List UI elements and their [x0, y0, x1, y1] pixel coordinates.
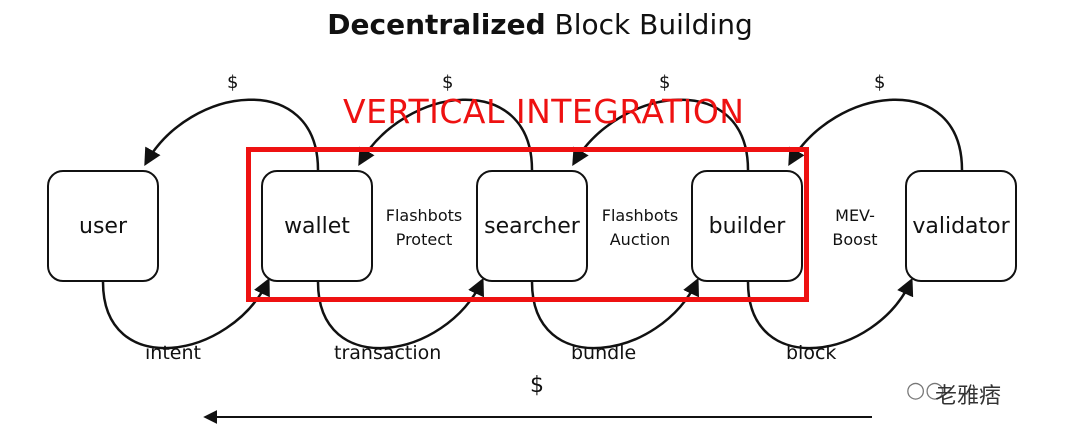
title-bold: Decentralized [327, 8, 546, 41]
diagram-title: Decentralized Block Building [0, 8, 1080, 41]
label-block: block [786, 342, 837, 364]
node-builder: builder [691, 170, 803, 282]
label-transaction: transaction [334, 342, 442, 364]
dollar-builder-to-searcher: $ [659, 72, 671, 93]
label-flashbots-auction-line2: Auction [609, 230, 671, 249]
node-wallet: wallet [261, 170, 373, 282]
arc-searcher-to-builder [530, 277, 699, 350]
arc-user-to-wallet [101, 277, 270, 350]
label-flashbots-auction: Flashbots Auction [585, 204, 695, 252]
dollar-validator-to-builder: $ [874, 72, 886, 93]
dollar-bottom: $ [530, 373, 544, 398]
label-bundle: bundle [571, 342, 637, 364]
vertical-integration-label: VERTICAL INTEGRATION [343, 92, 745, 131]
label-flashbots-protect-line1: Flashbots [385, 206, 463, 225]
chat-bubble-icon: ○○ [906, 378, 945, 403]
label-flashbots-protect-line2: Protect [395, 230, 453, 249]
arc-wallet-to-user [144, 98, 320, 171]
vertical-integration-box [246, 147, 809, 302]
dollar-wallet-to-user: $ [227, 72, 239, 93]
arc-wallet-to-searcher [316, 277, 484, 350]
node-user: user [47, 170, 159, 282]
arc-builder-to-validator [746, 277, 914, 350]
label-mev-boost-line1: MEV- [835, 206, 875, 225]
node-validator: validator [905, 170, 1017, 282]
title-rest: Block Building [554, 8, 753, 41]
arc-validator-to-builder [788, 98, 964, 171]
label-flashbots-auction-line1: Flashbots [601, 206, 679, 225]
label-mev-boost: MEV- Boost [800, 204, 910, 252]
watermark-text: 老雅痞 [935, 384, 1002, 409]
node-searcher: searcher [476, 170, 588, 282]
arc-searcher-to-wallet [358, 98, 534, 171]
label-flashbots-protect: Flashbots Protect [369, 204, 479, 252]
arc-builder-to-searcher [572, 98, 750, 171]
label-intent: intent [145, 342, 201, 364]
label-mev-boost-line2: Boost [832, 230, 878, 249]
dollar-searcher-to-wallet: $ [442, 72, 454, 93]
